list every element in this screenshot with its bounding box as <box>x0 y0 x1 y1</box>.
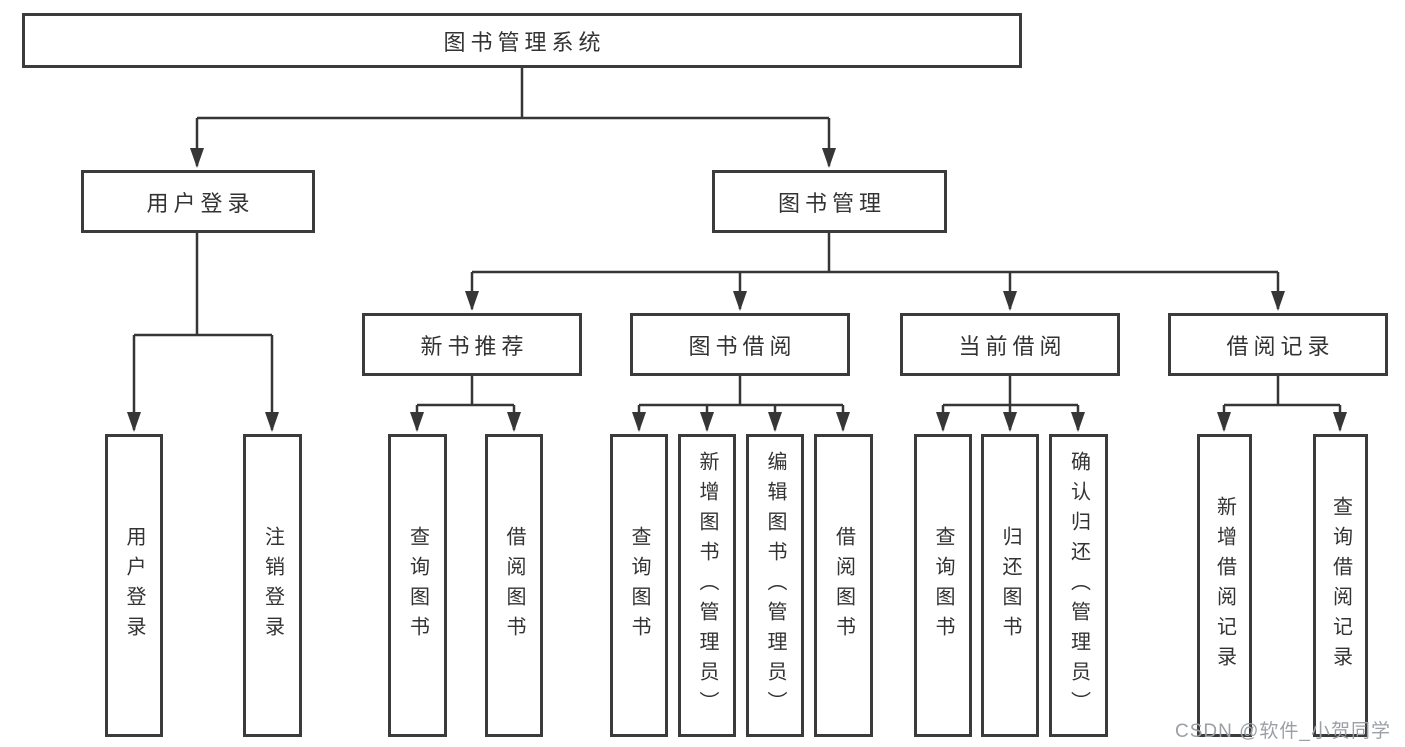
leaf-cb-query-books: 查询图书 <box>914 434 972 737</box>
node-borrow-records: 借阅记录 <box>1168 313 1388 376</box>
leaf-logout: 注销登录 <box>243 434 302 737</box>
node-current-borrow-label: 当前借阅 <box>958 333 1067 359</box>
leaf-bb-edit-books: 编辑图书（管理员） <box>746 434 804 737</box>
leaf-cb-return-books-label: 归还图书 <box>999 525 1021 646</box>
node-new-book-recommend: 新书推荐 <box>362 313 582 376</box>
leaf-br-add-record-label: 新增借阅记录 <box>1213 495 1236 676</box>
leaf-nbr-borrow-books: 借阅图书 <box>485 434 543 737</box>
node-user-login: 用户登录 <box>81 170 315 233</box>
leaf-cb-return-books: 归还图书 <box>981 434 1039 737</box>
leaf-cb-confirm-return: 确认归还（管理员） <box>1049 434 1108 737</box>
node-current-borrow: 当前借阅 <box>900 313 1120 376</box>
leaf-bb-borrow-books-label: 借阅图书 <box>832 525 855 646</box>
leaf-br-query-record: 查询借阅记录 <box>1313 434 1368 737</box>
leaf-br-query-record-label: 查询借阅记录 <box>1329 495 1352 676</box>
node-new-book-recommend-label: 新书推荐 <box>420 333 529 359</box>
node-book-borrow-label: 图书借阅 <box>688 333 797 359</box>
leaf-user-login-label: 用户登录 <box>123 525 145 646</box>
leaf-cb-confirm-return-label: 确认归还（管理员） <box>1067 450 1090 721</box>
leaf-nbr-query-books-label: 查询图书 <box>406 525 429 646</box>
leaf-bb-query-books-label: 查询图书 <box>628 525 650 646</box>
csdn-watermark: CSDN @软件_小贺同学 <box>1175 721 1391 742</box>
leaf-cb-query-books-label: 查询图书 <box>932 525 954 646</box>
leaf-nbr-borrow-books-label: 借阅图书 <box>503 525 525 646</box>
node-book-management-label: 图书管理 <box>777 190 886 216</box>
leaf-bb-borrow-books: 借阅图书 <box>814 434 873 737</box>
node-root: 图书管理系统 <box>22 13 1022 68</box>
node-user-login-label: 用户登录 <box>146 190 255 216</box>
leaf-bb-add-books-label: 新增图书（管理员） <box>696 450 718 721</box>
node-book-borrow: 图书借阅 <box>630 313 850 376</box>
leaf-user-login: 用户登录 <box>105 434 163 737</box>
node-borrow-records-label: 借阅记录 <box>1226 333 1335 359</box>
leaf-logout-label: 注销登录 <box>261 525 284 646</box>
leaf-bb-edit-books-label: 编辑图书（管理员） <box>764 450 786 721</box>
leaf-bb-add-books: 新增图书（管理员） <box>678 434 736 737</box>
leaf-nbr-query-books: 查询图书 <box>388 434 447 737</box>
leaf-br-add-record: 新增借阅记录 <box>1197 434 1252 737</box>
leaf-bb-query-books: 查询图书 <box>610 434 668 737</box>
node-book-management: 图书管理 <box>712 170 947 233</box>
node-root-label: 图书管理系统 <box>443 29 606 55</box>
